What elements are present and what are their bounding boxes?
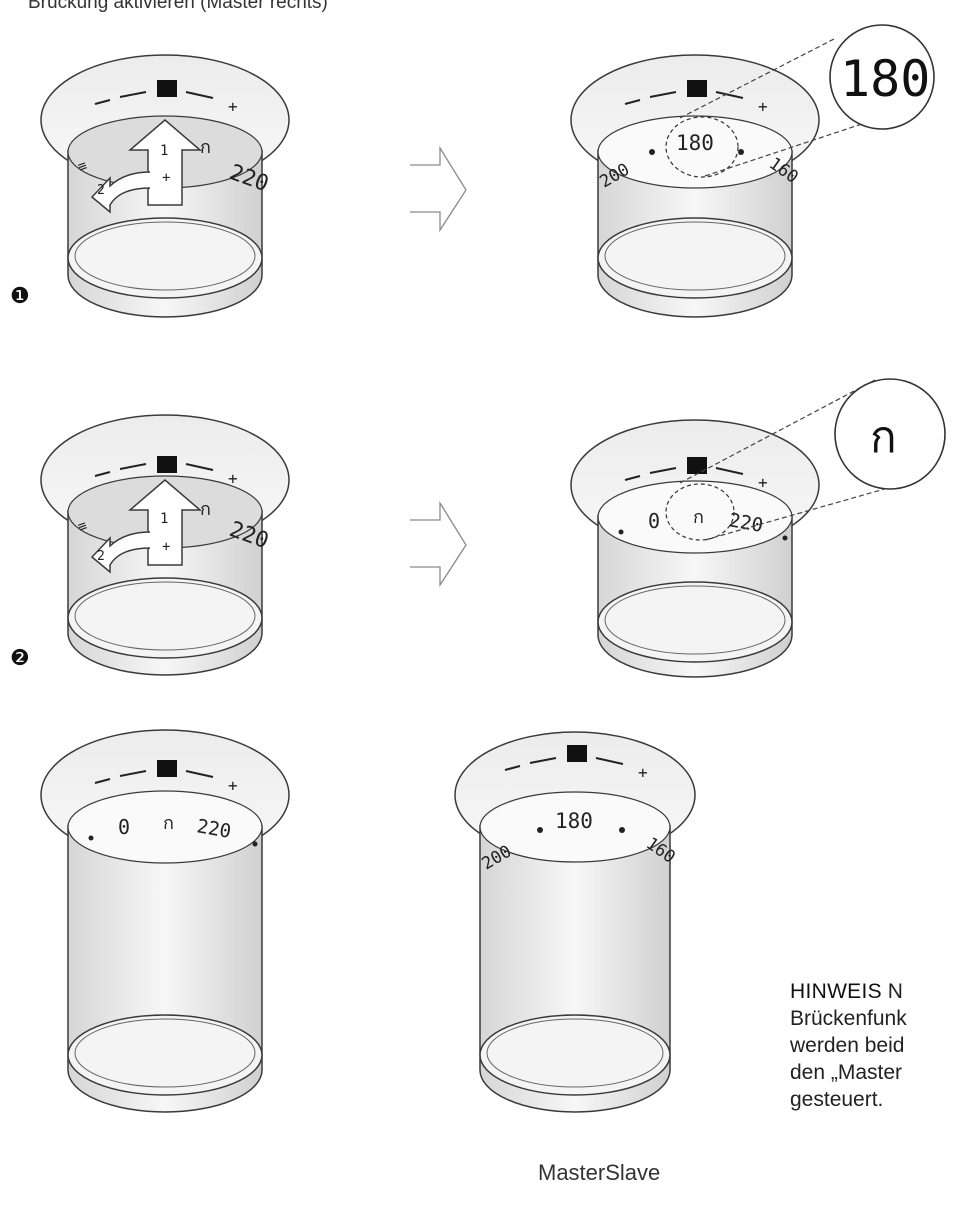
step-number-2: ❷ <box>10 645 30 670</box>
plus-label: + <box>228 97 238 116</box>
arrow-plus: + <box>162 170 170 186</box>
arrow-number-1: 1 <box>160 511 168 527</box>
bridge-symbol: ก <box>163 813 174 834</box>
knob-final-master: + 180 200 160 <box>454 731 696 1113</box>
arrow-plus: + <box>162 539 170 555</box>
caption-label: MasterSlave <box>538 1160 661 1185</box>
left-arrow-icon <box>90 171 151 214</box>
knob-final-bridge: + 0 ก 220 <box>40 729 290 1113</box>
zoom-callout-bridge: ก <box>679 378 946 541</box>
zoom-callout-180: 180 <box>679 24 935 177</box>
plus-label: + <box>228 776 238 795</box>
plus-label: + <box>638 763 648 782</box>
temp-display: 180 <box>676 131 714 155</box>
zero-label: 0 <box>118 815 130 839</box>
temp-display: 180 <box>555 809 593 833</box>
left-arrow-icon <box>90 531 151 574</box>
arrow-number-2: 2 <box>97 549 105 564</box>
note-line: N <box>887 980 903 1003</box>
knob-step2-result: + 0 ก 220 <box>570 419 820 678</box>
plus-label: + <box>758 97 768 116</box>
diagram-title: Brückung aktivieren (Master rechts) <box>28 0 328 13</box>
bridge-symbol: ก <box>200 137 211 158</box>
note-line: den „Master <box>790 1061 903 1084</box>
plus-label: + <box>758 473 768 492</box>
arrow-number-1: 1 <box>160 143 168 159</box>
arrow-number-2: 2 <box>97 183 105 198</box>
note-line: werden beid <box>790 1034 905 1057</box>
knob-step2-press: + 220 ก ≡ 1 2 + <box>40 414 290 676</box>
note-text: HINWEIS N Brückenfunk werden beid den „M… <box>790 978 907 1113</box>
bridge-symbol: ก <box>200 499 211 520</box>
plus-label: + <box>228 469 238 488</box>
arrow-right-icon <box>410 145 467 233</box>
zoom-value: ก <box>870 412 897 463</box>
note-line: gesteuert. <box>790 1088 884 1111</box>
up-arrow-icon <box>127 119 203 206</box>
up-arrow-icon <box>127 479 203 566</box>
step-number-1: ❶ <box>10 283 30 308</box>
knob-step1-press: + 220 ก ≡ 1 2 + <box>40 54 290 318</box>
note-line: Brückenfunk <box>790 1007 907 1030</box>
note-label: HINWEIS <box>790 980 882 1003</box>
indicator-square <box>157 80 177 97</box>
zoom-value: 180 <box>840 50 930 108</box>
bridge-symbol: ก <box>693 507 704 528</box>
knob-step1-result: + 180 200 160 <box>570 54 820 318</box>
arrow-right-icon <box>410 500 467 588</box>
zero-label: 0 <box>648 509 660 533</box>
